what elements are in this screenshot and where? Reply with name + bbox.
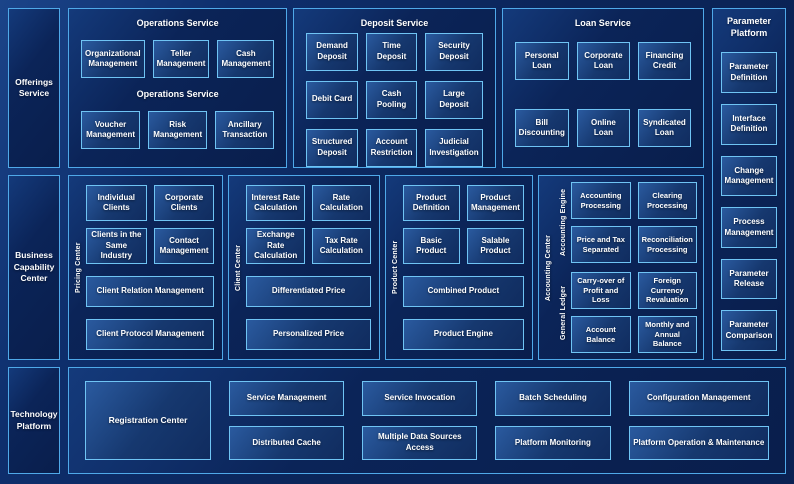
box-configuration-management: Configuration Management xyxy=(628,381,770,416)
box-clearing-processing: Clearing Processing xyxy=(637,182,697,219)
box-parameter-release: Parameter Release xyxy=(721,258,777,300)
box-salable-product: Salable Product xyxy=(466,228,525,264)
box-change-management: Change Management xyxy=(721,155,777,197)
loan-service-title: Loan Service xyxy=(574,18,631,28)
box-account-restriction: Account Restriction xyxy=(365,128,418,167)
box-account-balance: Account Balance xyxy=(571,316,631,353)
box-corporate-clients: Corporate Clients xyxy=(153,185,215,221)
box-rate-calculation: Rate Calculation xyxy=(312,185,371,221)
box-risk-management: Risk Management xyxy=(148,111,208,150)
box-time-deposit: Time Deposit xyxy=(365,32,418,71)
client-center-section: Client Center Interest Rate Calculation … xyxy=(228,175,380,360)
box-platform-monitoring: Platform Monitoring xyxy=(495,425,611,460)
box-syndicated-loan: Syndicated Loan xyxy=(637,109,691,148)
technology-column-4: Configuration Management Platform Operat… xyxy=(628,381,770,460)
box-registration-center: Registration Center xyxy=(85,381,211,460)
product-center-label: Product Center xyxy=(391,240,399,295)
box-teller-management: Teller Management xyxy=(152,40,210,79)
box-process-management: Process Management xyxy=(721,207,777,248)
box-differentiated-price: Differentiated Price xyxy=(246,276,371,307)
box-reconciliation-processing: Reconciliation Processing xyxy=(637,226,697,263)
business-capability-row: Pricing Center Individual Clients Corpor… xyxy=(68,175,704,360)
operations-service-body: Organizational Management Teller Managem… xyxy=(81,33,275,157)
box-personal-loan: Personal Loan xyxy=(514,42,569,81)
box-cash-management: Cash Management xyxy=(217,40,275,79)
box-exchange-rate-calculation: Exchange Rate Calculation xyxy=(246,228,306,264)
box-structured-deposit: Structured Deposit xyxy=(306,128,358,167)
pricing-center-label: Pricing Center xyxy=(75,242,82,293)
box-batch-scheduling: Batch Scheduling xyxy=(495,381,611,416)
general-ledger-group: General Ledger Carry-over of Profit and … xyxy=(556,272,697,353)
box-product-management: Product Management xyxy=(466,185,525,221)
product-center-section: Product Center Product Definition Produc… xyxy=(384,175,534,360)
box-basic-product: Basic Product xyxy=(402,228,460,264)
box-combined-product: Combined Product xyxy=(402,276,525,307)
box-accounting-processing: Accounting Processing xyxy=(571,182,631,219)
technology-platform-label: Technology Platform xyxy=(8,367,60,474)
box-organizational-management: Organizational Management xyxy=(81,40,145,79)
box-foreign-currency-revaluation: Foreign Currency Revaluation xyxy=(637,272,697,309)
box-interest-rate-calculation: Interest Rate Calculation xyxy=(246,185,306,221)
deposit-service-panel: Deposit Service Demand Deposit Time Depo… xyxy=(293,8,496,168)
technology-column-2: Service Invocation Multiple Data Sources… xyxy=(362,381,478,460)
operations-service-panel: Operations Service Organizational Manage… xyxy=(68,8,288,168)
box-large-deposit: Large Deposit xyxy=(425,80,483,119)
loan-service-panel: Loan Service Personal Loan Corporate Loa… xyxy=(501,8,704,168)
technology-column-3: Batch Scheduling Platform Monitoring xyxy=(495,381,611,460)
box-tax-rate-calculation: Tax Rate Calculation xyxy=(312,228,371,264)
accounting-engine-group: Accounting Engine Accounting Processing … xyxy=(556,182,697,263)
offerings-service-row: Operations Service Organizational Manage… xyxy=(68,8,704,168)
box-product-definition: Product Definition xyxy=(402,185,460,221)
box-service-management: Service Management xyxy=(229,381,345,416)
box-cash-pooling: Cash Pooling xyxy=(365,80,418,119)
box-service-invocation: Service Invocation xyxy=(362,381,478,416)
box-client-relation-management: Client Relation Management xyxy=(86,276,215,307)
box-monthly-annual-balance: Monthly and Annual Balance xyxy=(637,316,697,353)
box-multiple-data-sources-access: Multiple Data Sources Access xyxy=(362,425,478,460)
offerings-service-label: Offerings Service xyxy=(8,8,60,168)
box-financing-credit: Financing Credit xyxy=(637,42,691,81)
parameter-platform-panel: Parameter Platform Parameter Definition … xyxy=(712,8,786,360)
box-voucher-management: Voucher Management xyxy=(81,111,141,150)
general-ledger-label: General Ledger xyxy=(560,285,568,340)
business-capability-center-label: Business Capability Center xyxy=(8,175,60,360)
box-distributed-cache: Distributed Cache xyxy=(229,425,345,460)
box-judicial-investigation: Judicial Investigation xyxy=(425,128,483,167)
box-bill-discounting: Bill Discounting xyxy=(514,109,569,148)
box-client-protocol-management: Client Protocol Management xyxy=(86,319,215,350)
box-parameter-comparison: Parameter Comparison xyxy=(721,310,777,352)
box-corporate-loan: Corporate Loan xyxy=(576,42,630,81)
box-personalized-price: Personalized Price xyxy=(246,319,371,350)
box-carry-over-profit-loss: Carry-over of Profit and Loss xyxy=(571,272,631,309)
box-platform-operation-maintenance: Platform Operation & Maintenance xyxy=(628,425,770,460)
technology-column-1: Service Management Distributed Cache xyxy=(229,381,345,460)
accounting-engine-label: Accounting Engine xyxy=(560,188,568,257)
box-ancillary-transaction: Ancillary Transaction xyxy=(215,111,275,150)
box-individual-clients: Individual Clients xyxy=(86,185,147,221)
box-online-loan: Online Loan xyxy=(576,109,630,148)
box-contact-management: Contact Management xyxy=(153,228,215,264)
parameter-platform-title: Parameter Platform xyxy=(727,16,772,38)
box-demand-deposit: Demand Deposit xyxy=(306,32,358,71)
box-price-and-tax-separated: Price and Tax Separated xyxy=(571,226,631,263)
technology-platform-panel: Registration Center Service Management D… xyxy=(68,367,786,474)
box-product-engine: Product Engine xyxy=(402,319,525,350)
operations-service-title: Operations Service xyxy=(136,18,219,28)
box-debit-card: Debit Card xyxy=(306,80,358,119)
pricing-center-section: Pricing Center Individual Clients Corpor… xyxy=(68,175,224,360)
box-parameter-definition: Parameter Definition xyxy=(721,52,777,93)
client-center-label: Client Center xyxy=(235,244,243,291)
operations-service-mid-label: Operations Service xyxy=(136,89,219,99)
box-security-deposit: Security Deposit xyxy=(425,32,483,71)
box-interface-definition: Interface Definition xyxy=(721,103,777,145)
deposit-service-title: Deposit Service xyxy=(360,18,429,28)
box-clients-same-industry: Clients in the Same Industry xyxy=(86,228,147,264)
accounting-center-label: Accounting Center xyxy=(545,234,553,301)
accounting-center-section: Accounting Center Accounting Engine Acco… xyxy=(538,175,704,360)
